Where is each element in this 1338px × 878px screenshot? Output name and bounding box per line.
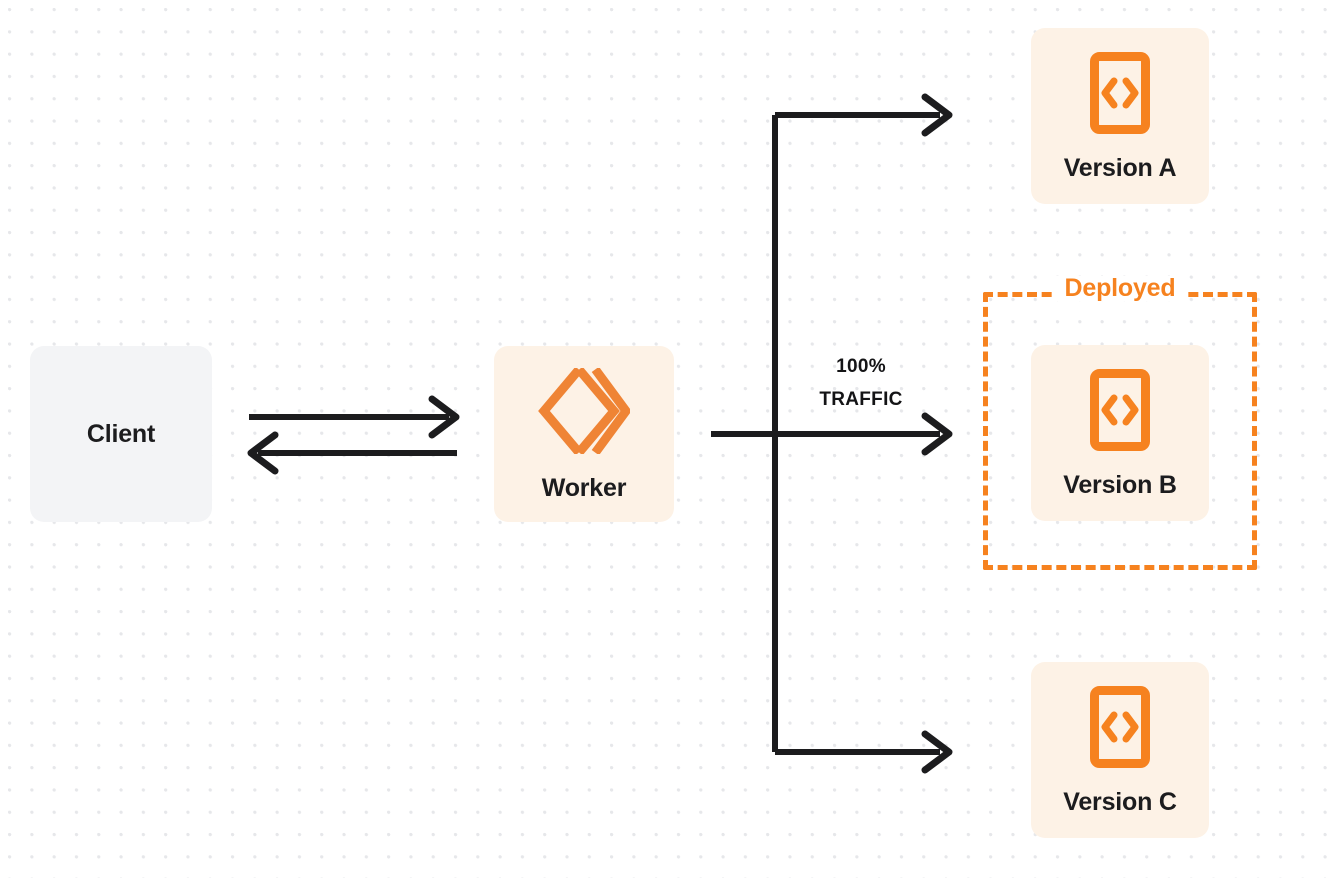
connector-worker-to-version-a xyxy=(775,93,953,137)
node-version-b[interactable]: Version B xyxy=(1031,345,1209,521)
node-worker[interactable]: Worker xyxy=(494,346,674,522)
connector-worker-trunk xyxy=(711,115,940,752)
node-client[interactable]: Client xyxy=(30,346,212,522)
node-version-c[interactable]: Version C xyxy=(1031,662,1209,838)
connector-worker-to-version-c xyxy=(775,730,953,774)
node-worker-label: Worker xyxy=(541,473,627,502)
traffic-annotation: 100% TRAFFIC xyxy=(791,350,931,417)
node-version-c-label: Version C xyxy=(1063,787,1177,816)
node-client-label: Client xyxy=(86,419,156,448)
code-brackets-icon xyxy=(1090,685,1150,768)
deployed-group: Deployed xyxy=(983,276,1257,570)
node-version-a[interactable]: Version A xyxy=(1031,28,1209,204)
traffic-caption: TRAFFIC xyxy=(819,389,903,411)
traffic-percent: 100% xyxy=(836,356,886,377)
deployed-group-label: Deployed xyxy=(1053,276,1187,301)
code-brackets-icon xyxy=(1090,51,1150,134)
connector-worker-to-version-b xyxy=(921,412,953,456)
node-version-a-label: Version A xyxy=(1063,153,1177,182)
connector-worker-to-client xyxy=(247,431,457,475)
code-brackets-icon xyxy=(1090,368,1150,451)
node-version-b-label: Version B xyxy=(1063,470,1177,499)
cloudflare-workers-logo-icon xyxy=(538,366,632,455)
connector-client-to-worker xyxy=(249,395,460,439)
